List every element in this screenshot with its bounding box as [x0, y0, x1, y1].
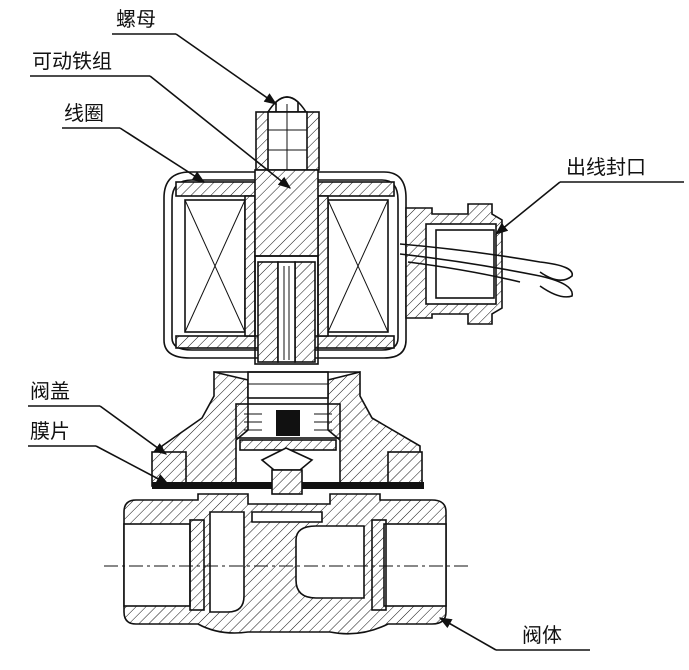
label-armature: 可动铁组	[32, 49, 112, 73]
pilot-spring	[235, 403, 341, 451]
diaphragm-part	[152, 447, 424, 495]
leader-lines	[28, 33, 684, 651]
valve-body-part	[104, 493, 468, 635]
coil-winding-right	[317, 195, 389, 337]
label-nut: 螺母	[116, 7, 156, 31]
label-outlet-seal: 出线封口	[566, 155, 646, 179]
label-valve-body: 阀体	[522, 623, 562, 647]
label-bonnet: 阀盖	[30, 379, 70, 403]
label-coil: 线圈	[64, 101, 104, 125]
label-diaphragm: 膜片	[30, 419, 70, 443]
nut-part	[255, 96, 320, 171]
cable-outlet	[399, 203, 573, 325]
coil-winding-left	[184, 195, 256, 337]
armature-part	[254, 169, 319, 365]
